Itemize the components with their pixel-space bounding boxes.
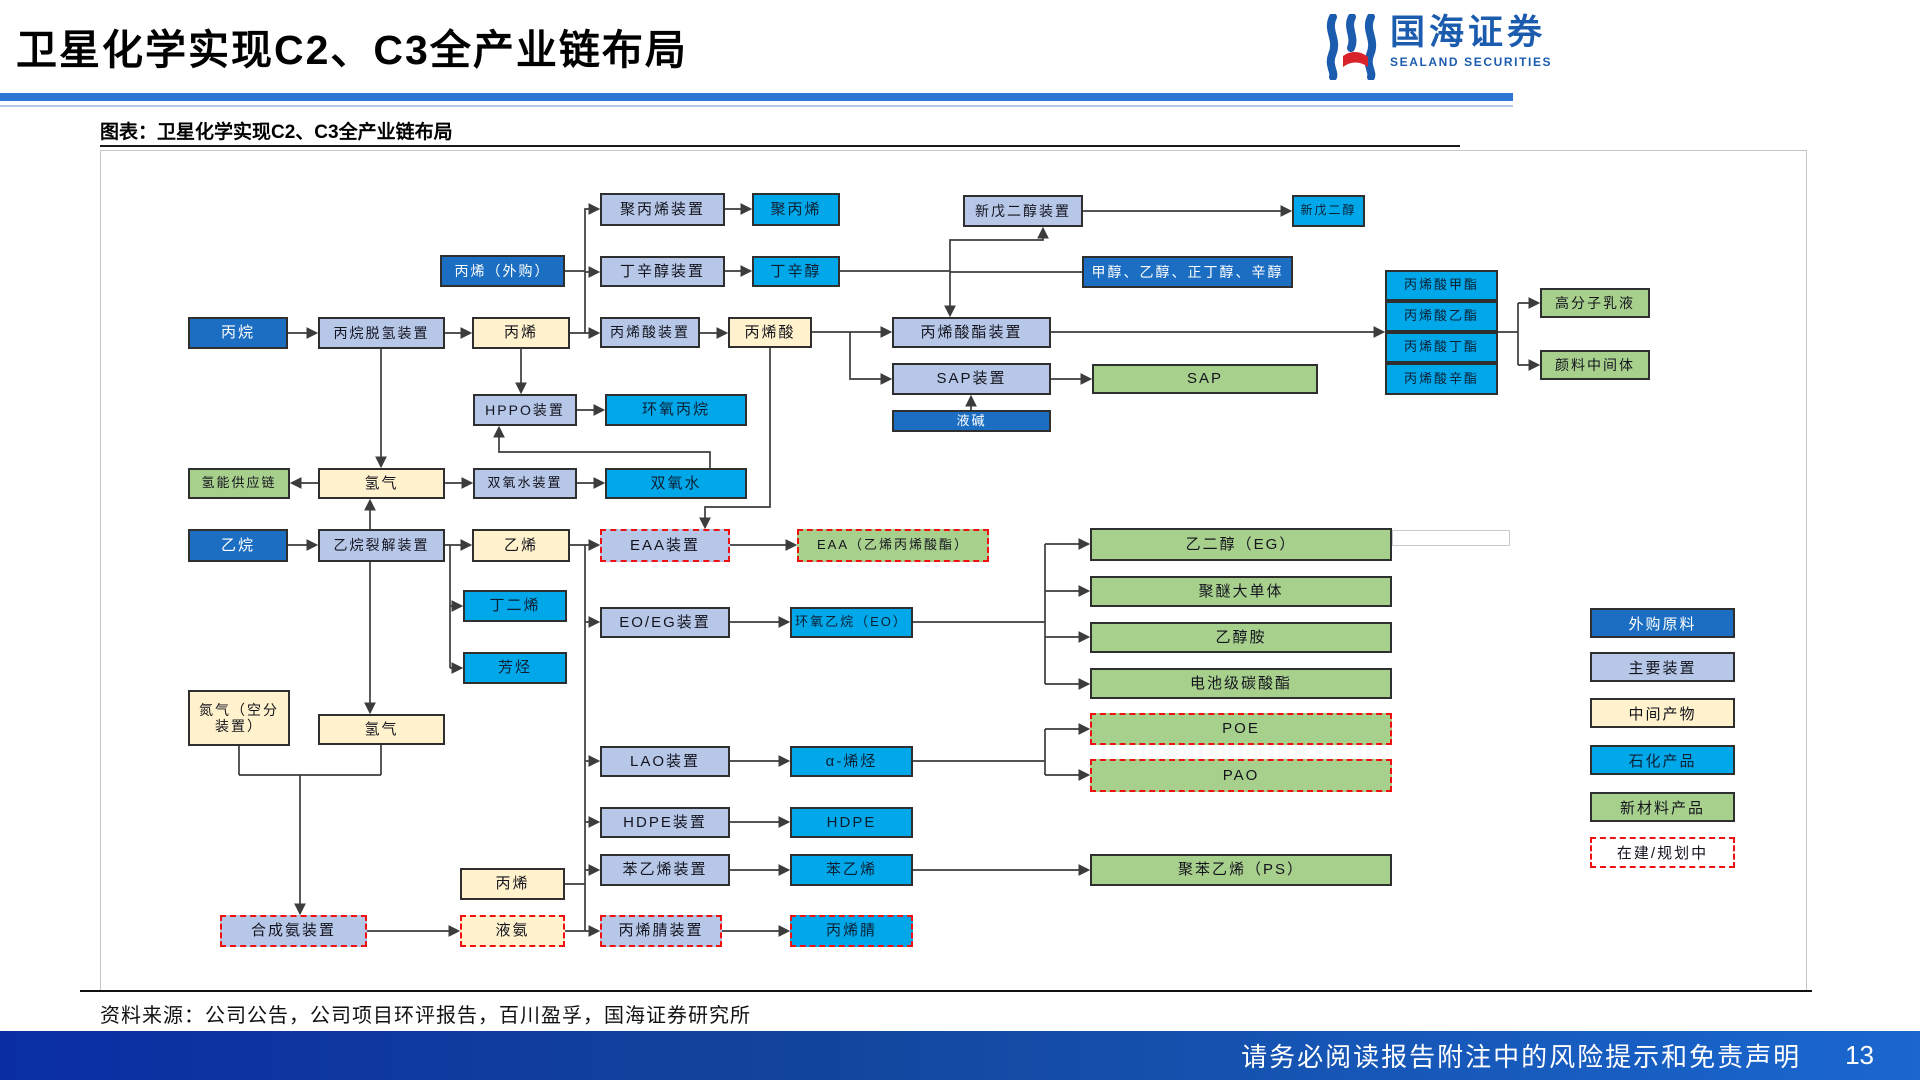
node-eaa: EAA（乙烯丙烯酸酯）	[797, 529, 989, 562]
node-styrene: 苯乙烯	[790, 854, 913, 886]
node-lao-unit: LAO装置	[600, 746, 730, 777]
node-acrylate-ester-unit: 丙烯酸酯装置	[892, 317, 1051, 348]
node-ethane: 乙烷	[188, 529, 288, 562]
node-propylene: 丙烯	[472, 317, 570, 349]
node-npg: 新戊二醇	[1292, 195, 1365, 227]
node-ethanolamine: 乙醇胺	[1090, 622, 1392, 653]
node-aromatics: 芳烃	[463, 652, 567, 684]
node-h2o2: 双氧水	[605, 468, 747, 499]
node-pdh-unit: 丙烷脱氢装置	[318, 317, 445, 349]
node-polyether-monomer: 聚醚大单体	[1090, 576, 1392, 607]
figure-caption: 图表：卫星化学实现C2、C3全产业链布局	[100, 122, 453, 143]
caption-underline	[100, 145, 1460, 147]
source-separator	[80, 990, 1812, 992]
node-eo: 环氧乙烷（EO）	[790, 607, 913, 638]
node-ethane-cracker: 乙烷裂解装置	[318, 529, 445, 562]
title-rule-light	[0, 105, 1513, 107]
node-acrylonitrile-unit: 丙烯腈装置	[600, 915, 722, 947]
node-pigment-intermediate: 颜料中间体	[1540, 350, 1650, 380]
sealand-logo-icon	[1322, 13, 1380, 85]
node-butadiene: 丁二烯	[463, 590, 567, 622]
legend-raw: 外购原料	[1590, 608, 1735, 638]
node-styrene-unit: 苯乙烯装置	[600, 854, 730, 886]
node-poe: POE	[1090, 713, 1392, 745]
node-empty-placeholder	[1392, 530, 1510, 546]
page-title: 卫星化学实现C2、C3全产业链布局	[16, 27, 688, 73]
node-ethylene: 乙烯	[472, 529, 570, 562]
legend-petro: 石化产品	[1590, 745, 1735, 775]
node-eo-eg-unit: EO/EG装置	[600, 607, 730, 638]
node-battery-carbonate: 电池级碳酸酯	[1090, 668, 1392, 699]
sealand-logo: 国海证券 SEALAND SECURITIES	[1322, 13, 1553, 85]
node-propylene-lower: 丙烯	[460, 868, 565, 900]
node-hppo-unit: HPPO装置	[473, 394, 577, 426]
node-alpha-olefin: α-烯烃	[790, 746, 913, 777]
title-rule	[0, 93, 1513, 101]
node-butanol-octanol: 丁辛醇	[752, 256, 840, 287]
node-pao: PAO	[1090, 759, 1392, 792]
node-acrylic-acid: 丙烯酸	[728, 317, 812, 348]
node-sap: SAP	[1092, 364, 1318, 394]
node-hydrogen: 氢气	[318, 468, 445, 499]
node-alcohols: 甲醇、乙醇、正丁醇、辛醇	[1082, 256, 1293, 288]
logo-text-cn: 国海证券	[1390, 13, 1547, 52]
legend-new: 新材料产品	[1590, 792, 1735, 822]
node-h2o2-unit: 双氧水装置	[473, 468, 577, 499]
node-butyl-acrylate: 丙烯酸丁酯	[1385, 332, 1498, 363]
node-acrylic-acid-unit: 丙烯酸装置	[600, 317, 700, 348]
node-nitrogen-asu: 氮气（空分装置）	[188, 690, 290, 746]
node-ps: 聚苯乙烯（PS）	[1090, 854, 1392, 886]
node-pp-unit: 聚丙烯装置	[600, 193, 725, 226]
node-pp: 聚丙烯	[752, 193, 840, 226]
node-hdpe: HDPE	[790, 807, 913, 838]
node-hdpe-unit: HDPE装置	[600, 807, 730, 838]
node-ammonia-synthesis-unit: 合成氨装置	[220, 915, 367, 947]
node-npg-unit: 新戊二醇装置	[963, 195, 1083, 227]
node-sap-unit: SAP装置	[892, 363, 1051, 395]
node-butanol-octanol-unit: 丁辛醇装置	[600, 256, 725, 287]
node-polymer-emulsion: 高分子乳液	[1540, 288, 1650, 318]
node-propylene-purchased: 丙烯（外购）	[440, 255, 565, 287]
node-hydrogen-supply-chain: 氢能供应链	[188, 468, 290, 499]
legend-planned: 在建/规划中	[1590, 837, 1735, 868]
page-number: 13	[1845, 1040, 1874, 1070]
footer-bar: 请务必阅读报告附注中的风险提示和免责声明 13	[0, 1031, 1920, 1080]
node-eaa-unit: EAA装置	[600, 529, 730, 562]
node-eg: 乙二醇（EG）	[1090, 528, 1392, 561]
legend-unit: 主要装置	[1590, 652, 1735, 682]
node-octyl-acrylate: 丙烯酸辛酯	[1385, 363, 1498, 395]
node-propylene-oxide: 环氧丙烷	[605, 394, 747, 426]
node-liquid-ammonia: 液氨	[460, 915, 565, 947]
legend-mid: 中间产物	[1590, 698, 1735, 728]
node-caustic-soda: 液碱	[892, 410, 1051, 432]
node-propane: 丙烷	[188, 317, 288, 349]
source-note: 资料来源：公司公告，公司项目环评报告，百川盈孚，国海证券研究所	[100, 1005, 751, 1027]
node-hydrogen-lower: 氢气	[318, 714, 445, 745]
disclaimer-text: 请务必阅读报告附注中的风险提示和免责声明	[1241, 1042, 1802, 1072]
node-ethyl-acrylate: 丙烯酸乙酯	[1385, 301, 1498, 332]
node-methyl-acrylate: 丙烯酸甲酯	[1385, 270, 1498, 301]
logo-text-en: SEALAND SECURITIES	[1390, 54, 1553, 69]
node-acrylonitrile: 丙烯腈	[790, 915, 913, 947]
